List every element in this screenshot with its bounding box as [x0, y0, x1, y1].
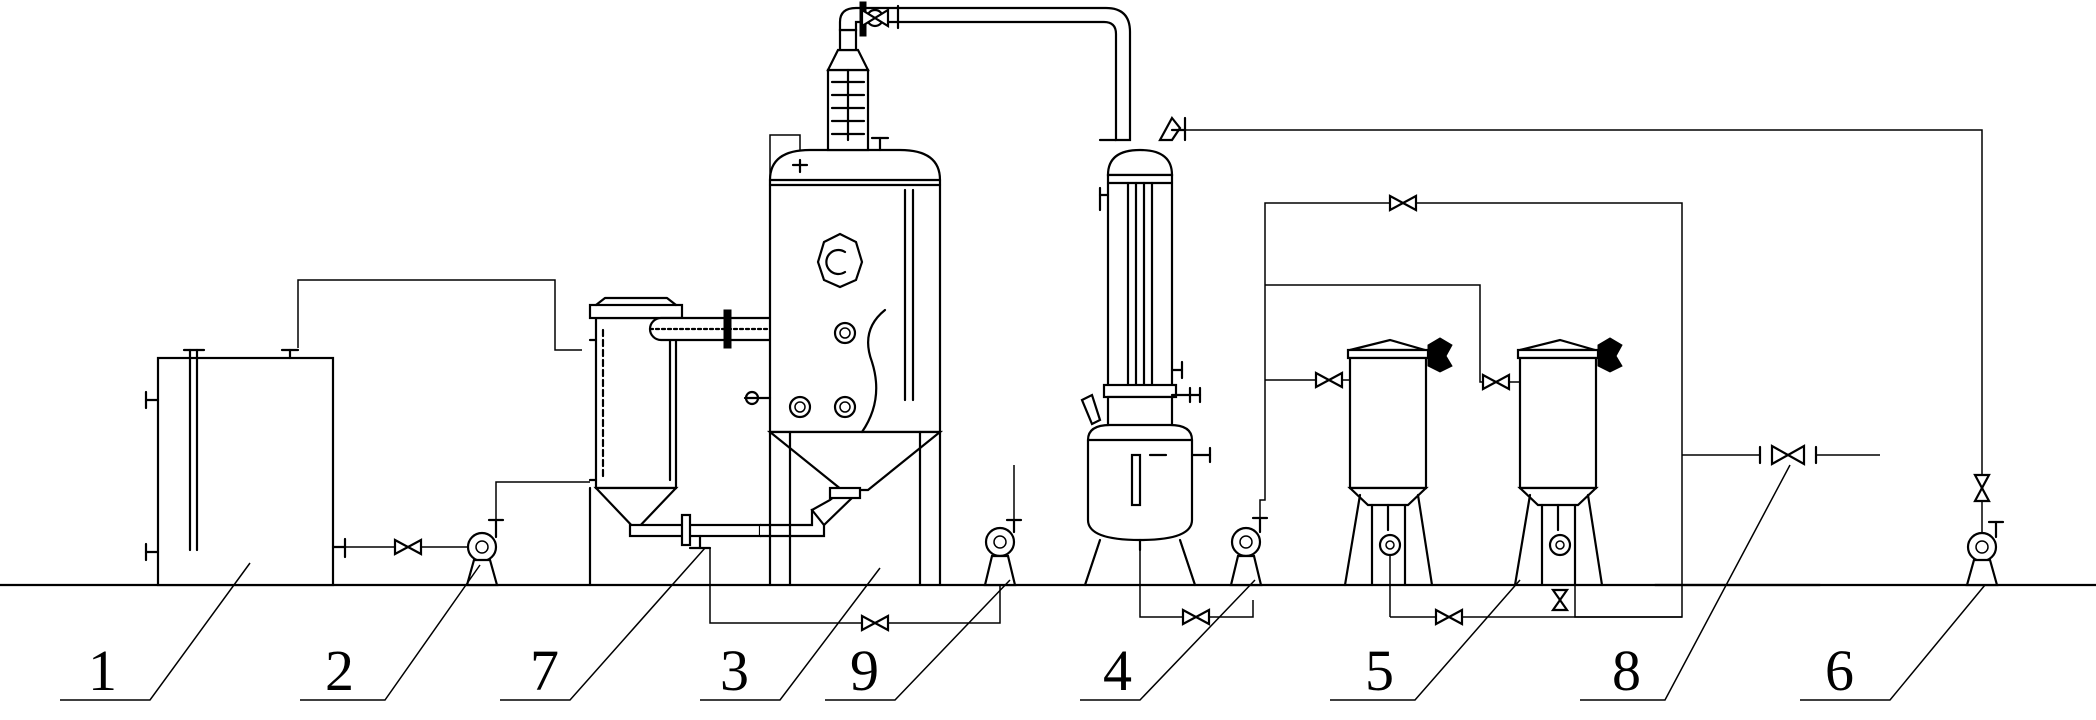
- valve-icon: [1314, 371, 1344, 389]
- valve-icon: [1388, 194, 1418, 212]
- vent-pipe: [297, 279, 582, 351]
- pump-b: [983, 465, 1023, 587]
- receiver-vessel: [1080, 393, 1212, 587]
- vapor-pipe: [838, 1, 1132, 142]
- valve-icon: [1434, 608, 1464, 626]
- callout-label-3: 3: [720, 638, 749, 703]
- callout-leaders: [60, 464, 1986, 701]
- pump-a-outlet: [495, 481, 590, 520]
- callout-label-6: 6: [1825, 638, 1854, 703]
- pump-a: [465, 518, 505, 587]
- outlet-valve: [1682, 444, 1880, 466]
- callout-label-4: 4: [1103, 638, 1132, 703]
- callout-label-9: 9: [850, 638, 879, 703]
- valve-icon: [1481, 373, 1511, 391]
- condenser: [1098, 116, 1202, 439]
- callout-label-1: 1: [88, 638, 117, 703]
- valve-icon: [1181, 608, 1211, 626]
- heat-exchanger: [588, 296, 684, 532]
- callout-label-8: 8: [1612, 638, 1641, 703]
- vapor-separator: [826, 28, 870, 152]
- pump-b-recycle: [709, 548, 1001, 624]
- storage-tank: [144, 348, 347, 587]
- valve-icon: [860, 614, 890, 632]
- callout-label-7: 7: [530, 638, 559, 703]
- evaporator: [743, 134, 944, 587]
- heat-exchanger-pipe: [628, 513, 762, 550]
- filter-vessel-1: [1343, 337, 1453, 617]
- pump-c: [1229, 516, 1269, 587]
- callout-label-2: 2: [325, 638, 354, 703]
- callout-label-5: 5: [1365, 638, 1394, 703]
- return-line: [1185, 129, 1983, 533]
- valve-icon: [1973, 473, 1991, 503]
- valve-icon: [393, 538, 423, 556]
- pump-d: [1965, 520, 2005, 587]
- filter-vessel-2: [1513, 337, 1623, 612]
- pump-c-outlet: [1259, 202, 1683, 618]
